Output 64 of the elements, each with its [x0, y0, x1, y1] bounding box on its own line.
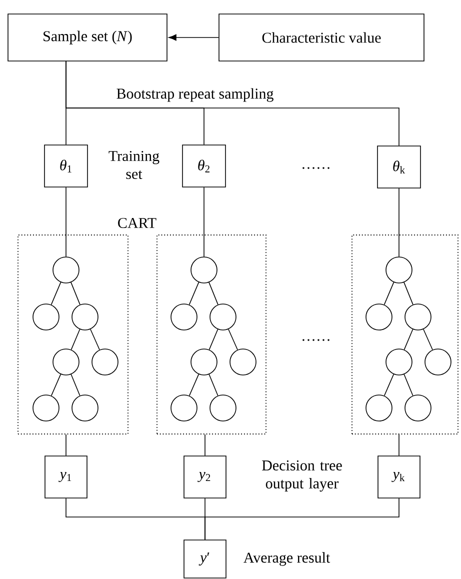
process-box: Sample set (N) [8, 14, 168, 62]
tree-branch [384, 282, 394, 306]
tree-branch [188, 282, 200, 306]
tree-node-circle [210, 394, 236, 422]
tree-branch [228, 328, 238, 350]
tree-node-circle [404, 304, 432, 330]
tree-frame [156, 234, 266, 434]
connector-line [398, 188, 400, 257]
tree-node-circle [366, 304, 392, 330]
tree-node-circle [32, 394, 60, 422]
connector-line [204, 434, 206, 456]
tree-branch [188, 374, 200, 396]
tree-node-circle [52, 256, 80, 284]
tree-frame [18, 234, 128, 434]
output-box: y$_{k}$ [378, 456, 420, 498]
tree-node-circle [170, 394, 198, 422]
tree-branch [208, 328, 218, 350]
tree-branch [404, 282, 414, 305]
tree-branch [50, 282, 62, 306]
tree-frame [352, 234, 458, 434]
tree-branch [90, 328, 100, 350]
tree-branch [50, 374, 62, 396]
tree-branch [404, 374, 414, 396]
tree-node-circle [230, 348, 256, 376]
tree-node-circle [32, 304, 60, 330]
tree-branch [70, 328, 80, 350]
tree-node-circle [366, 394, 392, 422]
parameter-box: θ$_{2}$ [182, 144, 226, 188]
tree-branch [384, 374, 394, 396]
tree-node-circle [170, 304, 198, 330]
tree-branch [70, 282, 80, 305]
annotation-text: Average result [244, 552, 330, 566]
tree-node-circle [386, 256, 412, 284]
tree-node-circle [92, 348, 118, 376]
connector-line [398, 434, 400, 456]
annotation-text: …… [302, 339, 330, 341]
arrow [168, 34, 219, 41]
tree-branch [404, 328, 414, 350]
parameter-box: θ$_{1}$ [44, 144, 88, 188]
tree-branch [208, 374, 218, 396]
annotation-text: Decision tree output layer [262, 460, 342, 492]
tree-node-circle [72, 394, 98, 422]
output-box: y$_{1}$ [44, 456, 88, 498]
tree-node-circle [190, 256, 218, 284]
output-box: y$_{2}$ [184, 456, 226, 498]
annotation-text: Bootstrap repeat sampling [116, 88, 274, 102]
process-box: Characteristic value [218, 14, 424, 62]
tree-node-circle [52, 348, 80, 376]
annotation-text: CART [118, 218, 156, 228]
result-box: y′ [184, 540, 226, 578]
tree-node-circle [190, 348, 218, 376]
annotation-text: Training set [108, 150, 160, 180]
tree-branch [70, 374, 80, 396]
tree-node-circle [404, 394, 432, 422]
tree-branch [208, 282, 218, 305]
connector-line [204, 498, 400, 540]
connector-line [66, 60, 400, 146]
parameter-box: θ$_{k}$ [377, 146, 421, 188]
tree-node-circle [386, 348, 412, 376]
tree-node-circle [424, 348, 452, 376]
tree-node-circle [210, 304, 236, 330]
annotation-text: …… [302, 167, 330, 169]
tree-branch [423, 328, 433, 350]
tree-node-circle [72, 304, 98, 330]
